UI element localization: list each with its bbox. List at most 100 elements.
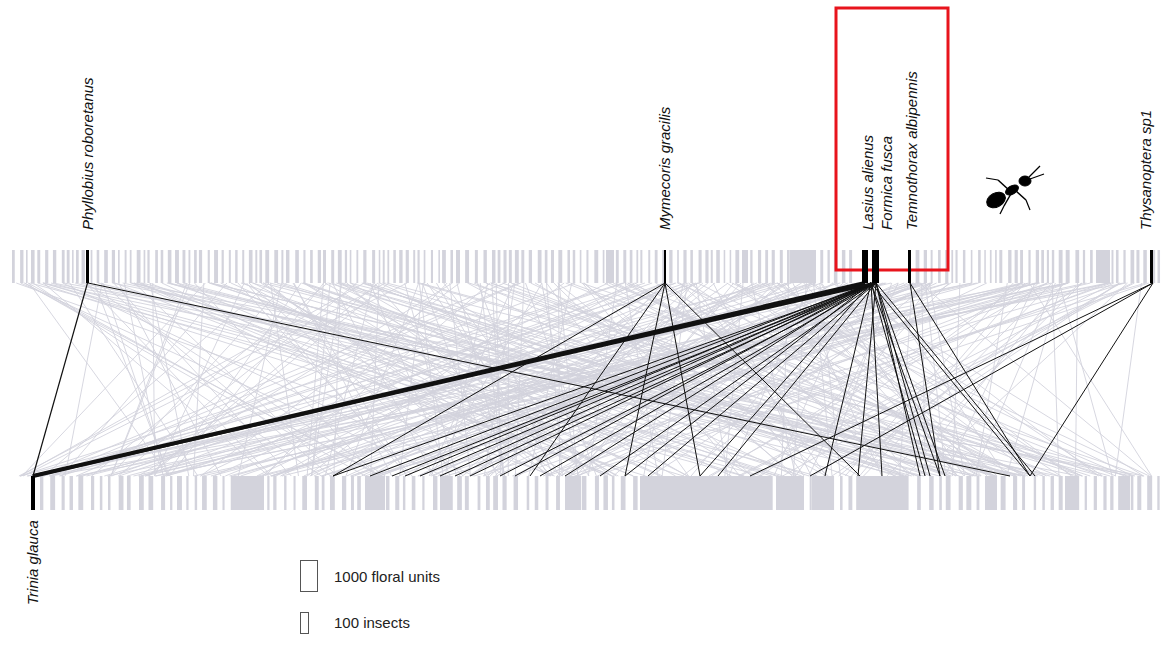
interaction-line xyxy=(615,283,1027,476)
species-bar xyxy=(655,250,658,283)
species-bar xyxy=(40,476,43,510)
species-bar xyxy=(229,250,231,283)
species-bar xyxy=(284,476,286,510)
species-bar xyxy=(1123,250,1125,283)
species-bar xyxy=(67,250,70,283)
species-bar xyxy=(971,250,973,283)
species-name: Thysanoptera sp1 xyxy=(1137,110,1155,230)
species-bar xyxy=(303,250,305,283)
species-bar xyxy=(603,250,605,283)
highlight-line xyxy=(420,283,876,476)
interaction-line xyxy=(321,283,925,476)
species-bar xyxy=(966,476,971,510)
species-bar xyxy=(186,476,188,510)
interaction-line xyxy=(155,283,1108,476)
species-bar xyxy=(985,476,997,510)
highlight-line xyxy=(500,283,876,476)
species-bar xyxy=(342,476,346,510)
species-bar xyxy=(1001,476,1006,510)
species-bar xyxy=(515,250,519,283)
species-bar xyxy=(493,476,498,510)
interaction-line xyxy=(1029,283,1151,476)
highlight-line xyxy=(455,283,876,476)
interaction-line xyxy=(156,283,1111,476)
species-bar xyxy=(1157,476,1159,510)
species-bar xyxy=(509,250,512,283)
species-bar xyxy=(478,476,481,510)
species-bar xyxy=(365,476,385,510)
species-name: Phyllobius roboretanus xyxy=(79,77,97,230)
species-name: Formica fusca xyxy=(878,136,896,230)
species-bar xyxy=(78,476,83,510)
species-bar xyxy=(330,476,335,510)
highlight-line xyxy=(333,283,876,476)
species-bar xyxy=(959,476,963,510)
species-bar xyxy=(161,250,164,283)
interaction-line xyxy=(887,283,1082,476)
species-bar xyxy=(20,250,23,283)
species-bar xyxy=(551,250,554,283)
species-bar xyxy=(331,250,334,283)
species-bar xyxy=(758,250,761,283)
species-bar xyxy=(1020,250,1023,283)
interaction-line xyxy=(112,283,1079,476)
species-bar xyxy=(735,250,739,283)
species-bar xyxy=(450,250,453,283)
species-bar xyxy=(504,250,507,283)
species-bar xyxy=(984,250,986,283)
species-bar xyxy=(1131,476,1134,510)
species-name: Temnothorax albipennis xyxy=(903,71,921,230)
interaction-line xyxy=(302,283,905,476)
legend-text: 1000 floral units xyxy=(334,568,440,586)
interaction-line xyxy=(305,283,905,476)
species-bar xyxy=(1051,476,1054,510)
species-bar xyxy=(546,476,549,510)
species-bar xyxy=(545,250,548,283)
highlight-box xyxy=(836,8,948,270)
species-bar xyxy=(433,476,437,510)
highlight-line xyxy=(440,283,871,476)
species-bar xyxy=(498,250,501,283)
species-bar xyxy=(787,250,790,283)
highlight-line xyxy=(333,283,665,476)
highlight-line xyxy=(665,283,860,476)
species-bar xyxy=(62,476,65,510)
species-bar xyxy=(502,476,506,510)
species-bar xyxy=(351,476,354,510)
species-bar xyxy=(37,250,40,283)
highlight-line xyxy=(625,283,665,476)
species-bar xyxy=(1042,476,1044,510)
highlight-line xyxy=(515,283,871,476)
species-bar xyxy=(294,476,296,510)
highlight-line xyxy=(540,283,876,476)
species-bar xyxy=(315,476,319,510)
species-bar xyxy=(108,476,110,510)
species-bar xyxy=(1065,476,1079,510)
species-bar xyxy=(26,250,28,283)
species-bar xyxy=(820,250,823,283)
highlight-line xyxy=(810,283,1153,476)
species-bar xyxy=(1036,250,1039,283)
interaction-line xyxy=(166,283,914,476)
species-bar xyxy=(442,250,446,283)
species-bar xyxy=(1147,476,1152,510)
species-bar xyxy=(750,250,752,283)
species-bar xyxy=(640,476,768,510)
species-bar xyxy=(1059,250,1063,283)
species-bar xyxy=(640,250,642,283)
species-bar xyxy=(91,476,94,510)
species-bar xyxy=(724,250,726,283)
species-bar xyxy=(938,250,941,283)
species-bar xyxy=(323,250,326,283)
species-bar xyxy=(62,250,65,283)
species-bar xyxy=(399,250,402,283)
species-bar xyxy=(683,250,686,283)
species-bar: Temnothorax albipennis xyxy=(908,250,911,283)
interaction-line xyxy=(59,283,575,476)
species-bar xyxy=(538,250,542,283)
species-bar xyxy=(168,250,172,283)
highlight-line xyxy=(392,283,876,476)
species-bar xyxy=(147,250,149,283)
species-bar xyxy=(1103,476,1106,510)
species-bar xyxy=(535,476,539,510)
